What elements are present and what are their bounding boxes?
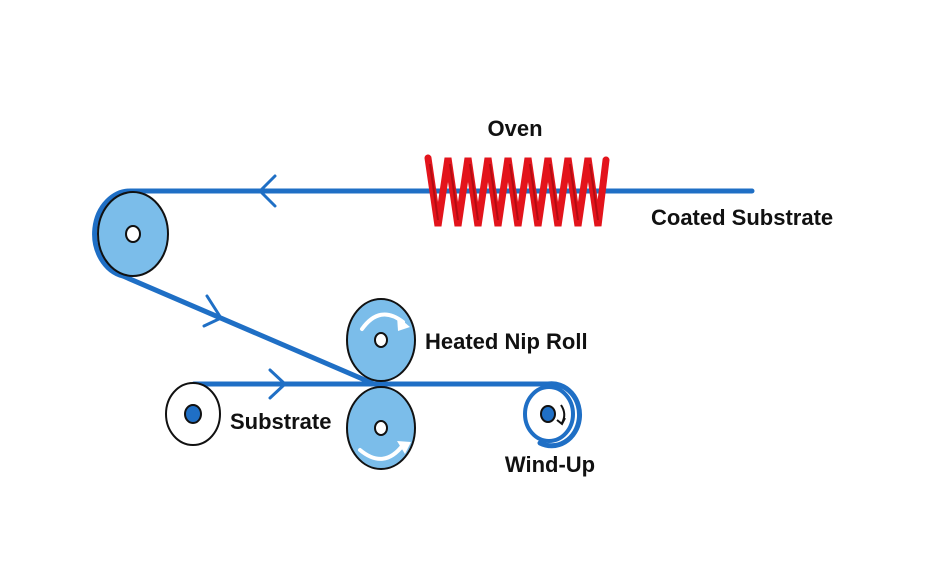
heated-nip-roll-label: Heated Nip Roll (425, 329, 588, 354)
arrow-right-icon (268, 368, 287, 400)
turn-roll (97, 191, 169, 277)
turn-roll-wrap (92, 188, 135, 279)
coated-substrate-label: Coated Substrate (651, 205, 833, 230)
oven-coil-shadow (429, 163, 599, 221)
turn-roll-hub (125, 225, 141, 243)
lower-nip-roll (346, 386, 416, 470)
rotation-arrow-ccw-icon (358, 443, 405, 461)
direction-arrows (202, 174, 287, 400)
oven-heater-coil (424, 154, 610, 227)
rotation-arrowhead (397, 316, 410, 331)
wind-up-label: Wind-Up (505, 452, 595, 477)
substrate-roll (165, 382, 221, 446)
substrate-roll-hub (184, 404, 202, 424)
arrow-left-icon (258, 174, 277, 208)
wind-up-roll-hub (540, 405, 556, 423)
wind-up-rotation-arrowhead (556, 417, 566, 426)
diagonal-web (120, 273, 375, 386)
wind-up-roll (523, 385, 575, 443)
substrate-label: Substrate (230, 409, 331, 434)
lower-nip-roll-hub (374, 420, 388, 436)
oven-label: Oven (487, 116, 542, 141)
oven-coil-icon (424, 154, 610, 227)
heated-nip-roll (346, 298, 416, 382)
heated-nip-roll-hub (374, 332, 388, 348)
wind-up-wrap (537, 381, 582, 449)
rotation-arrowhead (397, 441, 411, 454)
arrow-diagonal-icon (202, 294, 223, 328)
